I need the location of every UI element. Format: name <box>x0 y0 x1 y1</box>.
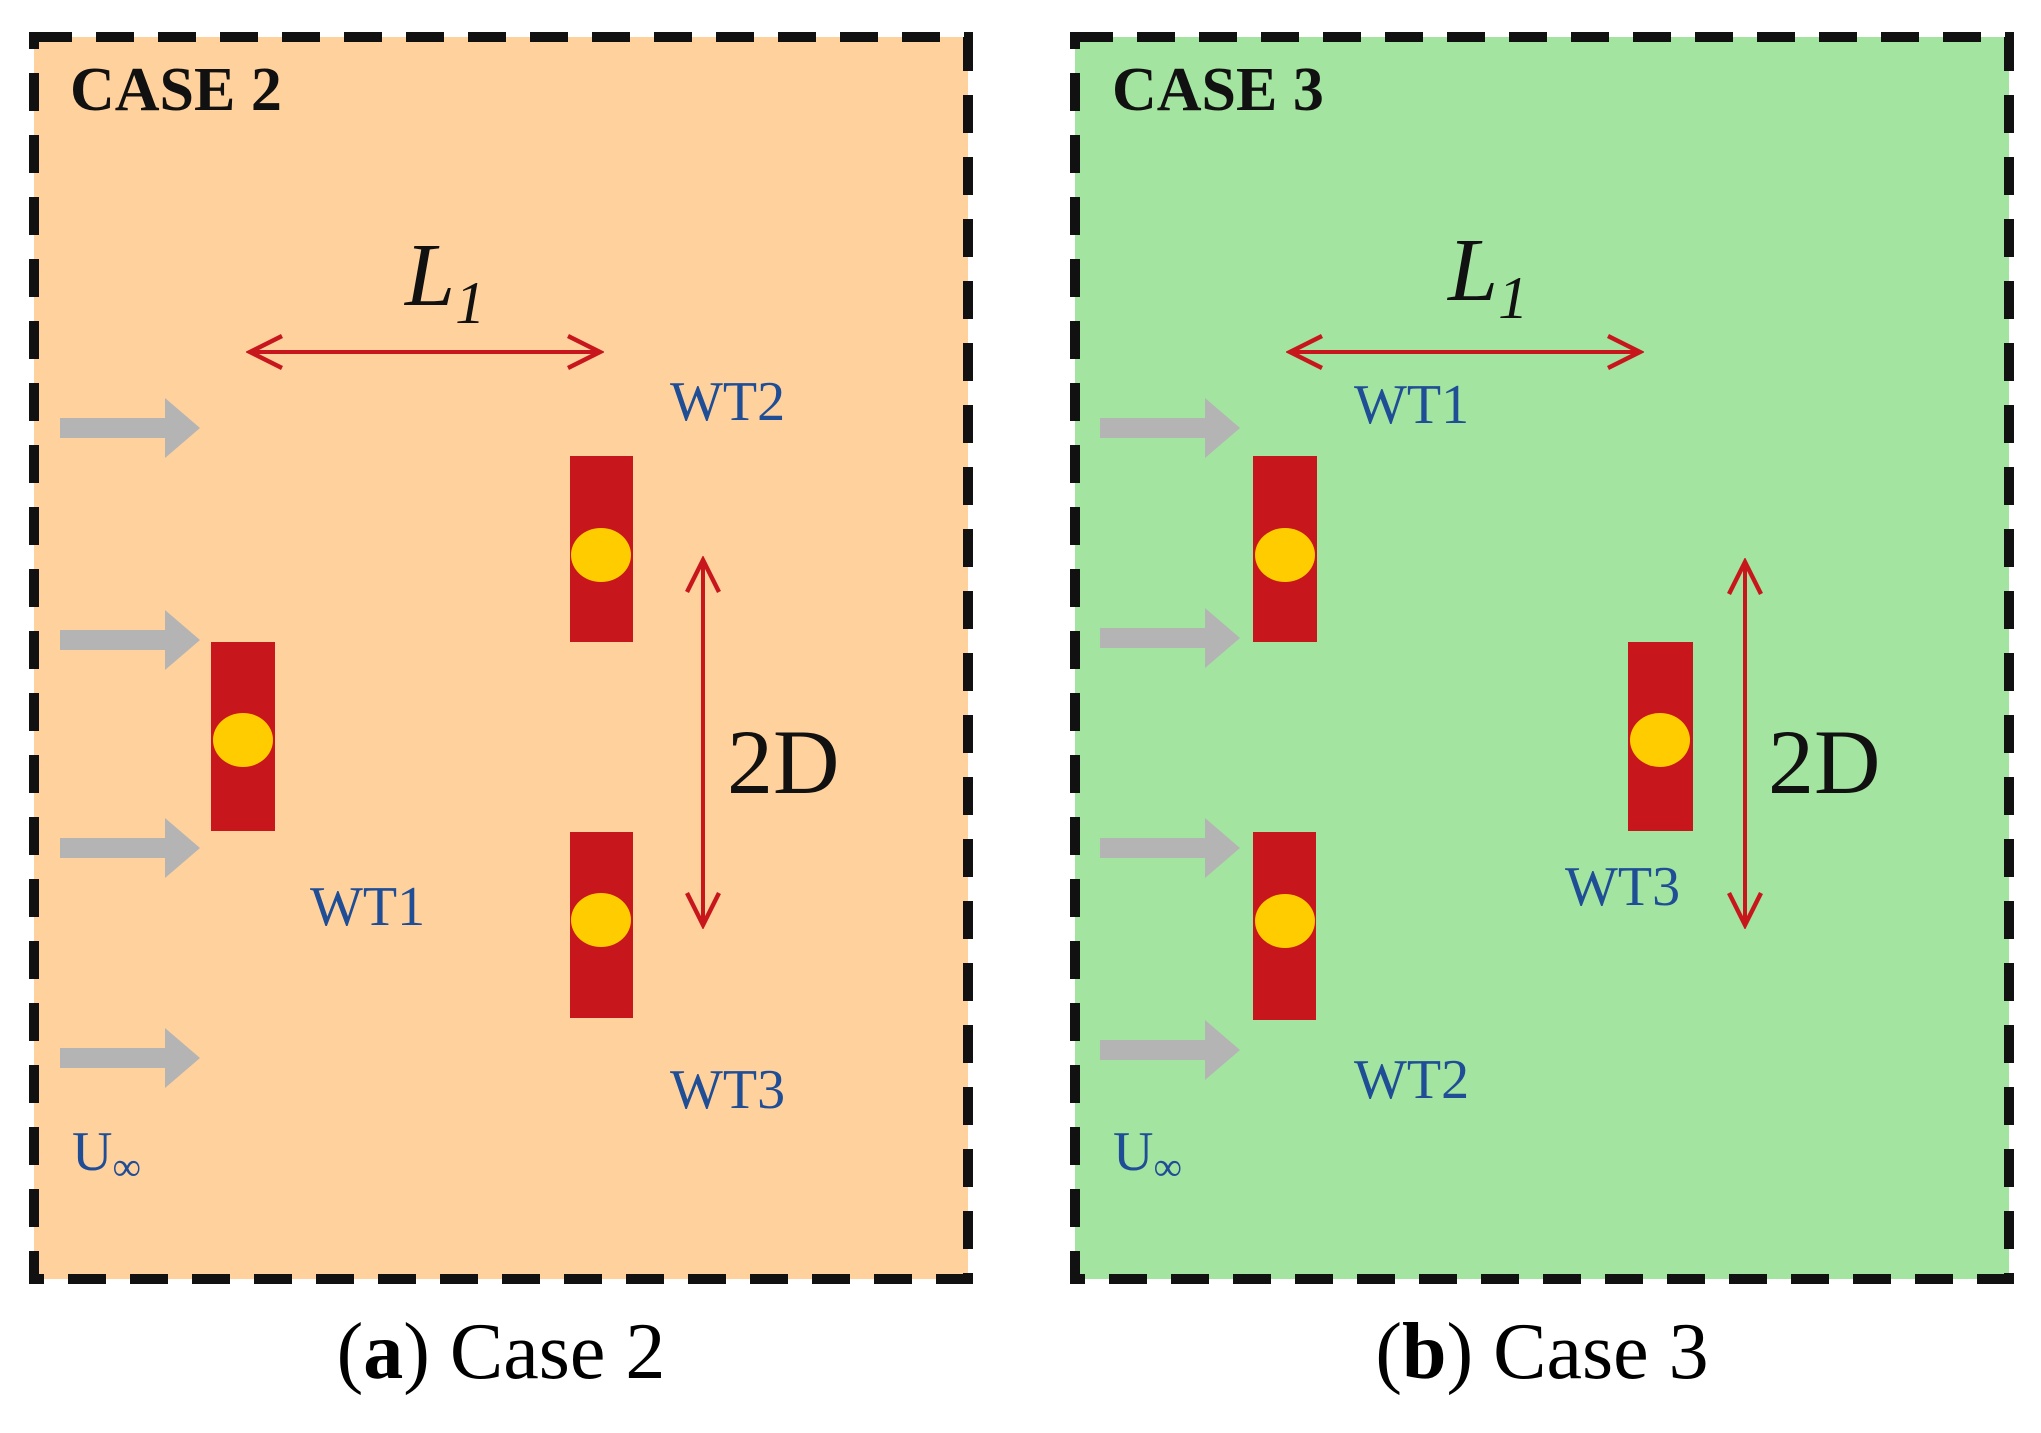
freestream-label: U∞ <box>1113 1121 1182 1189</box>
panel-case-2-title: CASE 2 <box>70 56 282 124</box>
panel-case-3: CASE 3 L1 2D WT1 WT2 WT3 U <box>1070 32 2014 1284</box>
flow-arrow <box>60 398 200 458</box>
offset-label: 2D <box>727 711 839 813</box>
flow-arrows <box>60 398 200 1088</box>
turbine-wt1 <box>1253 456 1317 642</box>
turbine-wt2 <box>1253 832 1316 1020</box>
wt1-label: WT1 <box>1354 374 1469 436</box>
turbine-hub <box>571 893 631 947</box>
spacing-label: L1 <box>1446 221 1528 331</box>
turbine-wt1 <box>211 642 275 831</box>
flow-arrow <box>1100 818 1240 878</box>
turbine-hub <box>1255 894 1315 948</box>
panel-case-3-box <box>1070 32 2014 1284</box>
flow-arrow <box>60 1028 200 1088</box>
panel-case-2-box <box>29 32 973 1284</box>
wt2-label: WT2 <box>670 371 785 433</box>
flow-arrows <box>1100 398 1240 1080</box>
flow-arrow <box>60 610 200 670</box>
caption-a: (a) Case 2 <box>337 1308 666 1396</box>
wt3-label: WT3 <box>1565 856 1680 918</box>
turbine-wt3 <box>1628 642 1693 831</box>
spacing-label: L1 <box>403 226 485 336</box>
wt2-label: WT2 <box>1354 1049 1469 1111</box>
turbine-hub <box>1255 528 1315 582</box>
turbine-hub <box>571 528 631 582</box>
flow-arrow <box>60 818 200 878</box>
flow-arrow <box>1100 1020 1240 1080</box>
turbine-hub <box>1630 713 1690 767</box>
flow-arrow <box>1100 608 1240 668</box>
panel-case-3-title: CASE 3 <box>1112 56 1324 124</box>
offset-label: 2D <box>1768 711 1880 813</box>
turbine-wt3 <box>570 832 633 1018</box>
turbine-hub <box>213 713 273 767</box>
freestream-label: U∞ <box>72 1121 141 1189</box>
wt3-label: WT3 <box>670 1059 785 1121</box>
caption-b: (b) Case 3 <box>1375 1308 1708 1396</box>
panel-case-2: CASE 2 L1 2D WT1 WT2 WT3 U <box>29 32 973 1284</box>
wt1-label: WT1 <box>310 876 425 938</box>
flow-arrow <box>1100 398 1240 458</box>
turbine-wt2 <box>570 456 633 642</box>
